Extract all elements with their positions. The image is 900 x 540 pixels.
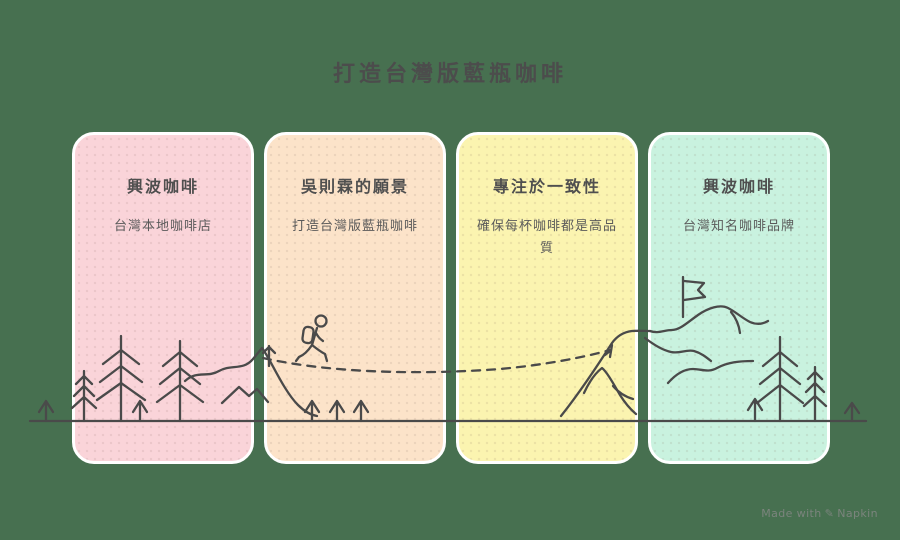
sapling-icon (37, 399, 55, 423)
card-subtitle: 台灣本地咖啡店 (113, 218, 212, 234)
card-singing-coffee-brand: 興波咖啡 台灣知名咖啡品牌 (648, 132, 830, 464)
card-consistency: 專注於一致性 確保每杯咖啡都是高品質 (456, 132, 638, 464)
card-title: 吳則霖的願景 (300, 177, 409, 196)
card-title: 專注於一致性 (492, 177, 601, 196)
card-title: 興波咖啡 (126, 177, 199, 196)
pen-icon: ✎ (824, 507, 835, 520)
card-title: 興波咖啡 (702, 177, 775, 196)
sapling-icon (843, 401, 861, 423)
napkin-watermark[interactable]: Made with✎Napkin (761, 507, 878, 520)
card-subtitle: 台灣知名咖啡品牌 (682, 218, 795, 234)
page-title: 打造台灣版藍瓶咖啡 (332, 62, 567, 87)
watermark-brand: Napkin (837, 507, 878, 520)
watermark-prefix: Made with (761, 507, 822, 520)
card-vision: 吳則霖的願景 打造台灣版藍瓶咖啡 (264, 132, 446, 464)
card-subtitle: 確保每杯咖啡都是高品質 (476, 218, 617, 256)
card-singing-coffee-start: 興波咖啡 台灣本地咖啡店 (72, 132, 254, 464)
card-subtitle: 打造台灣版藍瓶咖啡 (291, 218, 418, 234)
